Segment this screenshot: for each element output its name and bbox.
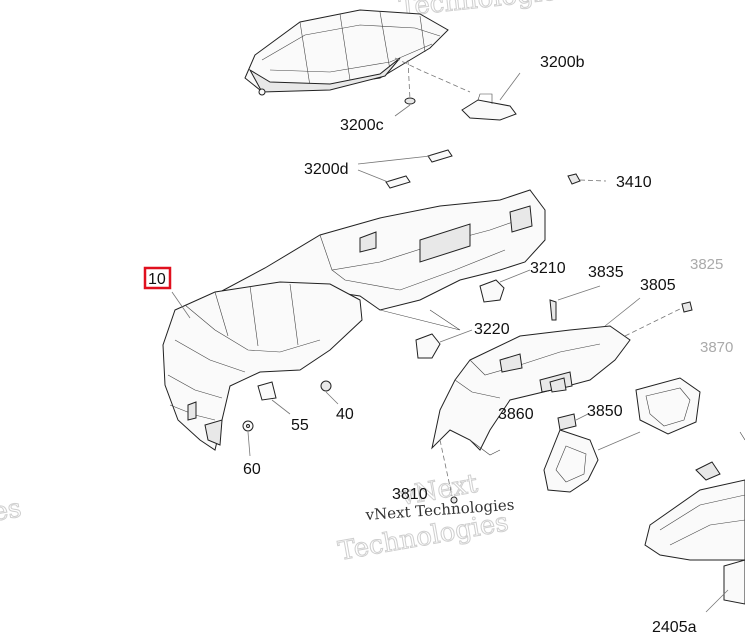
part-3805-support[interactable] bbox=[431, 325, 631, 456]
part-3835[interactable] bbox=[549, 299, 557, 321]
label-60[interactable]: 60 bbox=[243, 461, 261, 478]
part-40[interactable] bbox=[320, 380, 332, 392]
part-60[interactable] bbox=[242, 420, 254, 432]
part-55[interactable] bbox=[257, 381, 277, 401]
watermark-layer: Technologies es vNext Technologies vNext… bbox=[0, 0, 572, 567]
label-2405a[interactable]: 2405a bbox=[652, 619, 697, 636]
label-10[interactable]: 10 bbox=[148, 271, 166, 288]
part-3200-cover[interactable] bbox=[244, 9, 449, 96]
label-3410[interactable]: 3410 bbox=[616, 174, 652, 191]
part-3860[interactable] bbox=[549, 377, 567, 393]
label-3870[interactable]: 3870 bbox=[700, 339, 733, 356]
part-3220[interactable] bbox=[415, 333, 441, 359]
label-3825[interactable]: 3825 bbox=[690, 256, 723, 273]
label-3200c[interactable]: 3200c bbox=[340, 117, 384, 134]
label-40[interactable]: 40 bbox=[336, 406, 354, 423]
watermark-left: es bbox=[0, 493, 24, 528]
label-3210[interactable]: 3210 bbox=[530, 260, 566, 277]
label-3200d[interactable]: 3200d bbox=[304, 161, 349, 178]
part-3200b[interactable] bbox=[461, 93, 517, 121]
part-10-fairing[interactable] bbox=[162, 281, 363, 451]
part-3810[interactable] bbox=[450, 496, 458, 504]
label-3850[interactable]: 3850 bbox=[587, 403, 623, 420]
part-frame[interactable] bbox=[204, 189, 546, 331]
part-3200c[interactable] bbox=[404, 97, 416, 105]
part-lamp-housing[interactable] bbox=[543, 429, 641, 493]
part-2405-assembly[interactable] bbox=[644, 431, 745, 605]
label-3805[interactable]: 3805 bbox=[640, 277, 676, 294]
label-3860[interactable]: 3860 bbox=[498, 406, 534, 423]
part-3850[interactable] bbox=[557, 413, 577, 431]
callout-labels: 3200b 3200c 3200d 3410 3210 3835 3805 38… bbox=[148, 54, 733, 636]
label-3220[interactable]: 3220 bbox=[474, 321, 510, 338]
highlight-box-10 bbox=[143, 266, 172, 290]
part-3410[interactable] bbox=[567, 173, 581, 185]
label-3835[interactable]: 3835 bbox=[588, 264, 624, 281]
label-55[interactable]: 55 bbox=[291, 417, 309, 434]
label-3200b[interactable]: 3200b bbox=[540, 54, 585, 71]
label-3810[interactable]: 3810 bbox=[392, 486, 428, 503]
part-3825[interactable] bbox=[681, 301, 693, 313]
part-3200d[interactable] bbox=[385, 149, 453, 189]
part-3210[interactable] bbox=[479, 279, 505, 303]
part-3870[interactable] bbox=[635, 377, 701, 435]
leader-3200b bbox=[499, 72, 521, 101]
